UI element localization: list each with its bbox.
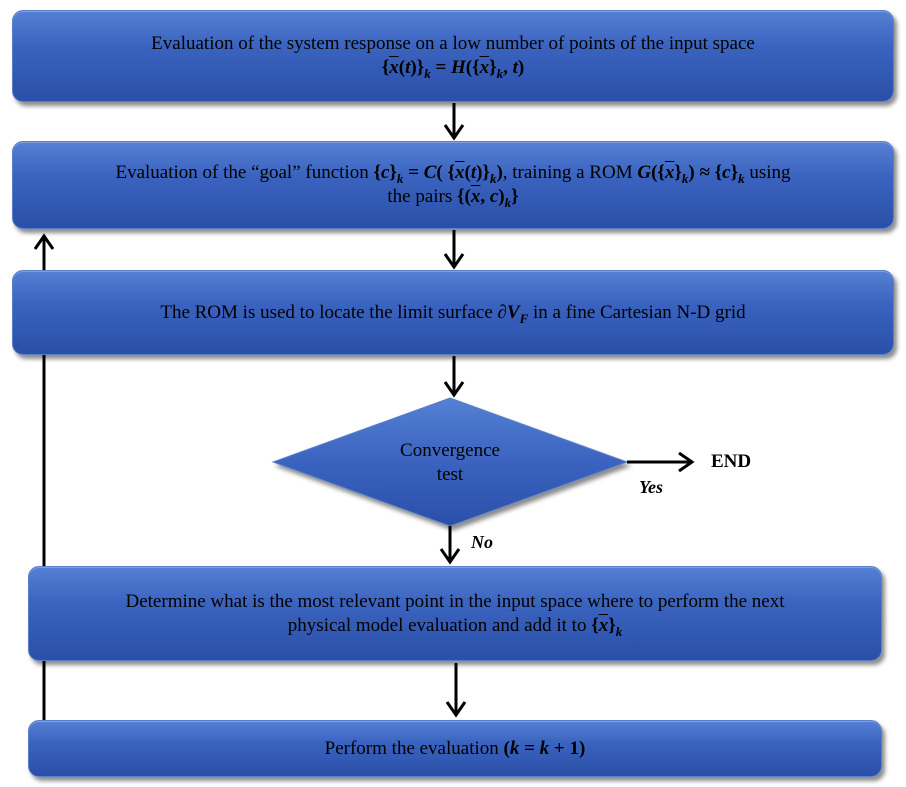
step-5-formula: (k = k + 1)	[503, 737, 586, 759]
arrowhead-loop-back	[33, 233, 55, 250]
arrowhead-1-to-2	[443, 124, 465, 141]
step-3-formula: ∂VF	[497, 301, 529, 326]
step-2-text-c: using	[749, 162, 791, 183]
yes-label: Yes	[639, 477, 663, 497]
step-3-line: The ROM is used to locate the limit surf…	[160, 301, 745, 325]
step-2-text-d: the pairs	[387, 186, 453, 207]
step-4-text-a: Determine what is the most relevant poin…	[125, 590, 785, 612]
step-locate-limit-surface: The ROM is used to locate the limit surf…	[12, 270, 894, 355]
step-5-text: Perform the evaluation	[324, 737, 499, 759]
step-5-line: Perform the evaluation (k = k + 1)	[325, 737, 586, 761]
step-4-line-2: physical model evaluation and add it to …	[288, 614, 622, 638]
step-2-text-a: Evaluation of the “goal” function	[115, 162, 369, 183]
step-evaluate-response: Evaluation of the system response on a l…	[12, 10, 894, 102]
step-2-text-b: , training a ROM	[502, 162, 633, 183]
no-label: No	[471, 532, 493, 552]
arrowhead-4-to-5	[445, 701, 467, 718]
step-2-line-2: the pairs {(x, c)k}	[387, 185, 518, 209]
step-3-text-a: The ROM is used to locate the limit surf…	[160, 301, 493, 323]
arrowhead-no-to-4	[439, 548, 461, 565]
step-2-formula-b: G({x}k) ≈ {c}k	[637, 162, 745, 186]
step-1-formula: {x(t)}k = H({x}k, t)	[381, 57, 525, 81]
step-2-line-1: Evaluation of the “goal” function {c}k =…	[115, 161, 790, 185]
arrowhead-3-to-decision	[443, 381, 465, 398]
decision-label: Convergence test	[380, 439, 520, 487]
step-4-formula: {x}k	[591, 614, 623, 639]
decision-line-1: Convergence	[400, 440, 500, 461]
decision-line-2: test	[436, 464, 464, 485]
step-1-text: Evaluation of the system response on a l…	[151, 33, 755, 54]
step-2-formula-d: {(x, c)k}	[457, 186, 519, 210]
end-label: END	[711, 451, 752, 472]
step-3-text-b: in a fine Cartesian N-D grid	[533, 301, 746, 323]
step-2-formula-a: {c}k = C( {x(t)}k)	[373, 162, 503, 186]
step-4-text-b: physical model evaluation and add it to	[287, 614, 587, 636]
step-determine-point: Determine what is the most relevant poin…	[28, 566, 882, 661]
arrowhead-yes-to-end	[678, 451, 695, 473]
step-perform-evaluation: Perform the evaluation (k = k + 1)	[28, 720, 882, 777]
arrowhead-2-to-3	[443, 253, 465, 270]
step-goal-function: Evaluation of the “goal” function {c}k =…	[12, 141, 894, 229]
